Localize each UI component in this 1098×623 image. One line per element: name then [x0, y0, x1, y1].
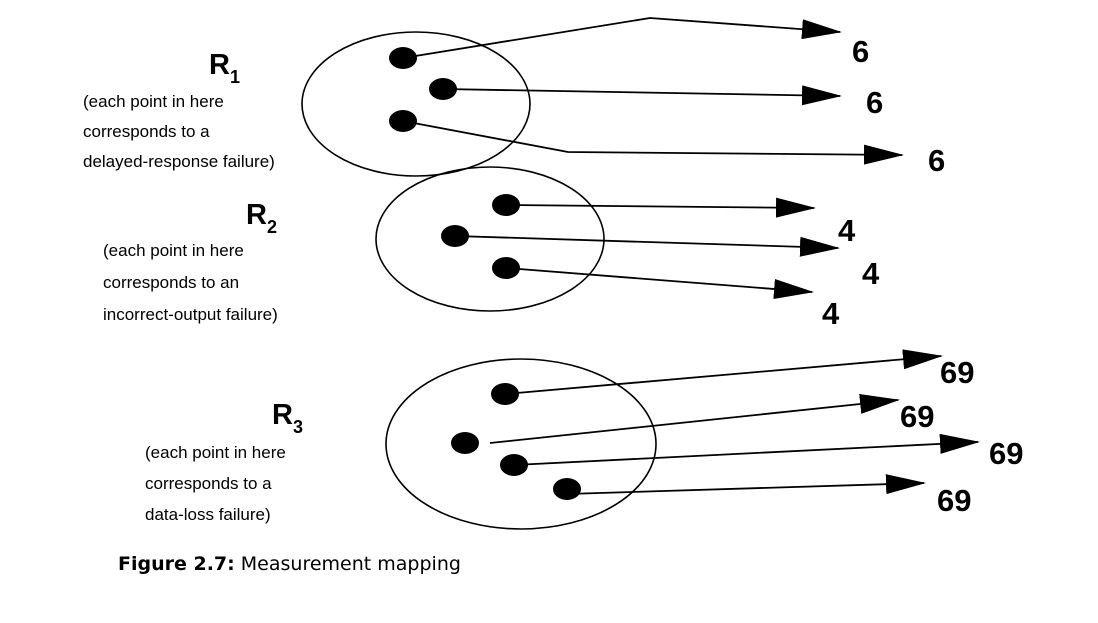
set-r3-point-4 [553, 478, 581, 500]
set-r3-value-1: 69 [940, 355, 974, 390]
svg-text:R2: R2 [246, 199, 277, 237]
set-r3: R3 (each point in here corresponds to a … [145, 349, 1023, 530]
set-r1-arrow-3 [402, 120, 904, 165]
set-r1-ellipse [301, 31, 531, 177]
set-r1-description-line-3: delayed-response failure) [83, 152, 275, 171]
set-r3-arrow-1 [504, 349, 943, 395]
set-r3-label: R [272, 399, 293, 431]
set-r2: R2 (each point in here corresponds to an… [103, 166, 880, 331]
set-r3-arrow-4 [566, 474, 926, 495]
set-r2-arrow-1 [505, 197, 816, 218]
set-r1-value-2: 6 [866, 85, 883, 120]
set-r3-value-3: 69 [989, 436, 1023, 471]
set-r3-description-line-2: corresponds to a [145, 474, 272, 493]
set-r2-label-subscript: 2 [267, 217, 277, 237]
set-r2-description-line-2: corresponds to an [103, 273, 239, 292]
set-r3-ellipse [385, 358, 657, 530]
svg-text:R1: R1 [209, 49, 240, 87]
set-r1-arrow-1 [402, 17, 842, 59]
set-r1-label: R [209, 49, 230, 81]
set-r1-description-line-1: (each point in here [83, 92, 224, 111]
set-r1-arrow-2 [442, 85, 842, 106]
figure-caption-label: Figure 2.7: [118, 553, 235, 575]
set-r2-arrow-3 [505, 267, 814, 299]
set-r1-value-1: 6 [852, 34, 869, 69]
figure-caption-text: Measurement mapping [234, 553, 461, 575]
set-r3-description-line-1: (each point in here [145, 443, 286, 462]
set-r1: R1 (each point in here corresponds to a … [83, 17, 945, 178]
set-r2-value-2: 4 [862, 256, 880, 291]
set-r1-label-subscript: 1 [230, 67, 240, 87]
set-r3-label-subscript: 3 [293, 417, 303, 437]
set-r3-description-line-3: data-loss failure) [145, 505, 271, 524]
set-r2-value-1: 4 [838, 213, 856, 248]
set-r3-arrow-3 [513, 433, 980, 466]
set-r3-arrow-2 [489, 394, 900, 444]
set-r2-arrow-2 [454, 235, 840, 257]
figure-caption: Figure 2.7: Measurement mapping [118, 553, 461, 575]
set-r3-point-2 [451, 432, 479, 454]
set-r2-ellipse [375, 166, 605, 312]
set-r2-label: R [246, 199, 267, 231]
set-r2-description-line-3: incorrect-output failure) [103, 305, 278, 324]
set-r2-value-3: 4 [822, 296, 840, 331]
set-r2-description-line-1: (each point in here [103, 241, 244, 260]
set-r3-value-2: 69 [900, 399, 934, 434]
set-r1-description-line-2: corresponds to a [83, 122, 210, 141]
svg-text:R3: R3 [272, 399, 303, 437]
set-r1-value-3: 6 [928, 143, 945, 178]
set-r3-value-4: 69 [937, 483, 971, 518]
